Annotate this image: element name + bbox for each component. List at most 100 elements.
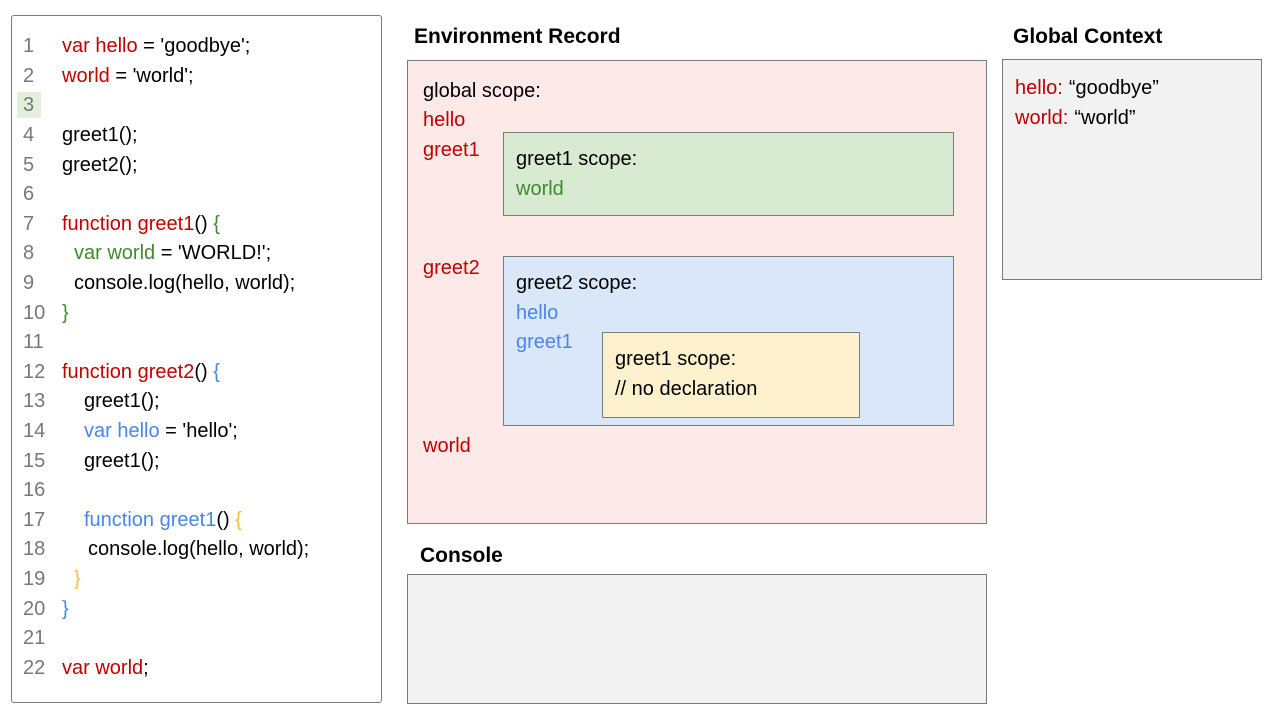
code-token: console.log(hello, world); bbox=[88, 538, 310, 561]
line-number: 22 bbox=[12, 657, 62, 680]
code-text: var hello = 'hello'; bbox=[62, 420, 238, 443]
line-number-text: 17 bbox=[23, 508, 46, 531]
line-number: 11 bbox=[12, 331, 62, 354]
global-var-greet2: greet2 bbox=[423, 257, 480, 279]
line-number-text: 10 bbox=[23, 301, 46, 324]
greet2-var-hello: hello bbox=[516, 301, 559, 324]
line-number: 10 bbox=[12, 302, 62, 325]
code-token: greet1(); bbox=[84, 390, 160, 413]
greet2-var-greet1: greet1 bbox=[516, 331, 573, 354]
code-text: var world = 'WORLD!'; bbox=[62, 242, 271, 265]
line-number: 8 bbox=[12, 242, 62, 265]
code-line-11: 11 bbox=[12, 328, 380, 358]
code-line-14: 14 var hello = 'hello'; bbox=[12, 417, 380, 447]
nested-greet1-scope-label: greet1 scope: bbox=[615, 348, 737, 370]
code-line-20: 20} bbox=[12, 594, 380, 624]
code-text: } bbox=[62, 598, 69, 621]
line-number-text: 13 bbox=[23, 390, 46, 413]
line-number: 7 bbox=[12, 213, 62, 236]
code-text: var world; bbox=[62, 657, 149, 680]
code-token: var hello bbox=[84, 420, 160, 443]
greet1-scope-label: greet1 scope: bbox=[516, 148, 638, 170]
line-number-text: 16 bbox=[23, 479, 46, 502]
code-text: function greet2() { bbox=[62, 361, 220, 384]
line-number: 13 bbox=[12, 390, 62, 413]
code-token: ; bbox=[143, 656, 149, 679]
line-number: 4 bbox=[12, 124, 62, 147]
line-number-text: 21 bbox=[23, 627, 46, 650]
line-number-text: 14 bbox=[23, 420, 46, 443]
code-token: = 'world'; bbox=[109, 64, 194, 87]
code-editor-panel: 1 var hello = 'goodbye'; 2 world = 'world';… bbox=[11, 15, 382, 703]
code-text: var hello = 'goodbye'; bbox=[62, 35, 250, 58]
line-number-text: 20 bbox=[23, 597, 46, 620]
code-text: greet2(); bbox=[62, 154, 138, 177]
current-line-highlight: 3 bbox=[17, 92, 42, 119]
code-token: = 'goodbye'; bbox=[137, 35, 251, 58]
line-number-text: 6 bbox=[23, 183, 35, 206]
line-number: 12 bbox=[12, 361, 62, 384]
code-token: = 'WORLD!'; bbox=[155, 242, 272, 265]
code-token: () bbox=[194, 360, 214, 383]
code-token: = 'hello'; bbox=[159, 420, 238, 443]
line-number: 20 bbox=[12, 598, 62, 621]
code-line-6: 6 bbox=[12, 180, 380, 210]
code-token: greet1(); bbox=[84, 449, 160, 472]
line-number: 17 bbox=[12, 509, 62, 532]
line-number-text: 11 bbox=[23, 331, 44, 354]
nested-greet1-scope-box: greet1 scope: // no declaration bbox=[602, 332, 860, 418]
code-token: } bbox=[62, 597, 69, 620]
code-line-5: 5 greet2(); bbox=[12, 150, 380, 180]
code-line-12: 12 function greet2() { bbox=[12, 358, 380, 388]
code-token: } bbox=[74, 567, 81, 590]
global-context-entry: world:“world” bbox=[1015, 104, 1261, 134]
code-token: function greet2 bbox=[62, 360, 195, 383]
global-scope-box: global scope: hello greet1 greet2 world … bbox=[407, 60, 987, 524]
nested-greet1-scope-comment: // no declaration bbox=[615, 377, 758, 400]
code-line-9: 9 console.log(hello, world); bbox=[12, 269, 380, 299]
code-line-19: 19} bbox=[12, 565, 380, 595]
global-var-hello: hello bbox=[423, 109, 466, 131]
line-number: 9 bbox=[12, 272, 62, 295]
line-number-text: 9 bbox=[23, 272, 35, 295]
line-number-text: 15 bbox=[23, 449, 46, 472]
code-token: } bbox=[62, 301, 69, 324]
global-context-title: Global Context bbox=[1013, 25, 1163, 48]
line-number: 5 bbox=[12, 154, 62, 177]
global-context-value-hello: “goodbye” bbox=[1068, 77, 1159, 99]
code-token: greet2(); bbox=[62, 153, 138, 176]
code-token: var world bbox=[74, 242, 156, 265]
greet1-scope-box: greet1 scope: world bbox=[503, 132, 954, 216]
code-text: console.log(hello, world); bbox=[62, 272, 295, 295]
line-number: 16 bbox=[12, 479, 62, 502]
code-text: console.log(hello, world); bbox=[62, 538, 309, 561]
line-number-text: 2 bbox=[23, 64, 35, 87]
code-line-8: 8 var world = 'WORLD!'; bbox=[12, 239, 380, 269]
line-number-text: 4 bbox=[23, 124, 35, 147]
line-number: 3 bbox=[12, 92, 62, 119]
environment-record-title: Environment Record bbox=[414, 25, 621, 48]
code-line-15: 15 greet1(); bbox=[12, 446, 380, 476]
code-text: } bbox=[62, 568, 81, 591]
line-number: 6 bbox=[12, 183, 62, 206]
line-number-text: 5 bbox=[23, 153, 35, 176]
code-token: function greet1 bbox=[84, 508, 217, 531]
code-line-16: 16 bbox=[12, 476, 380, 506]
line-number-text: 12 bbox=[23, 360, 46, 383]
code-token: world bbox=[62, 64, 110, 87]
code-token: { bbox=[235, 508, 242, 531]
line-number-text: 1 bbox=[23, 35, 35, 58]
greet2-scope-label: greet2 scope: bbox=[516, 272, 638, 294]
code-text: world = 'world'; bbox=[62, 65, 194, 88]
global-context-var-world: world: bbox=[1015, 106, 1069, 129]
line-number: 15 bbox=[12, 450, 62, 473]
console-output-box bbox=[407, 574, 987, 704]
console-title: Console bbox=[420, 544, 503, 567]
line-number-text: 18 bbox=[23, 538, 46, 561]
global-context-box: hello:“goodbye” world:“world” bbox=[1002, 59, 1262, 280]
code-line-13: 13 greet1(); bbox=[12, 387, 380, 417]
line-number-text: 8 bbox=[23, 242, 35, 265]
